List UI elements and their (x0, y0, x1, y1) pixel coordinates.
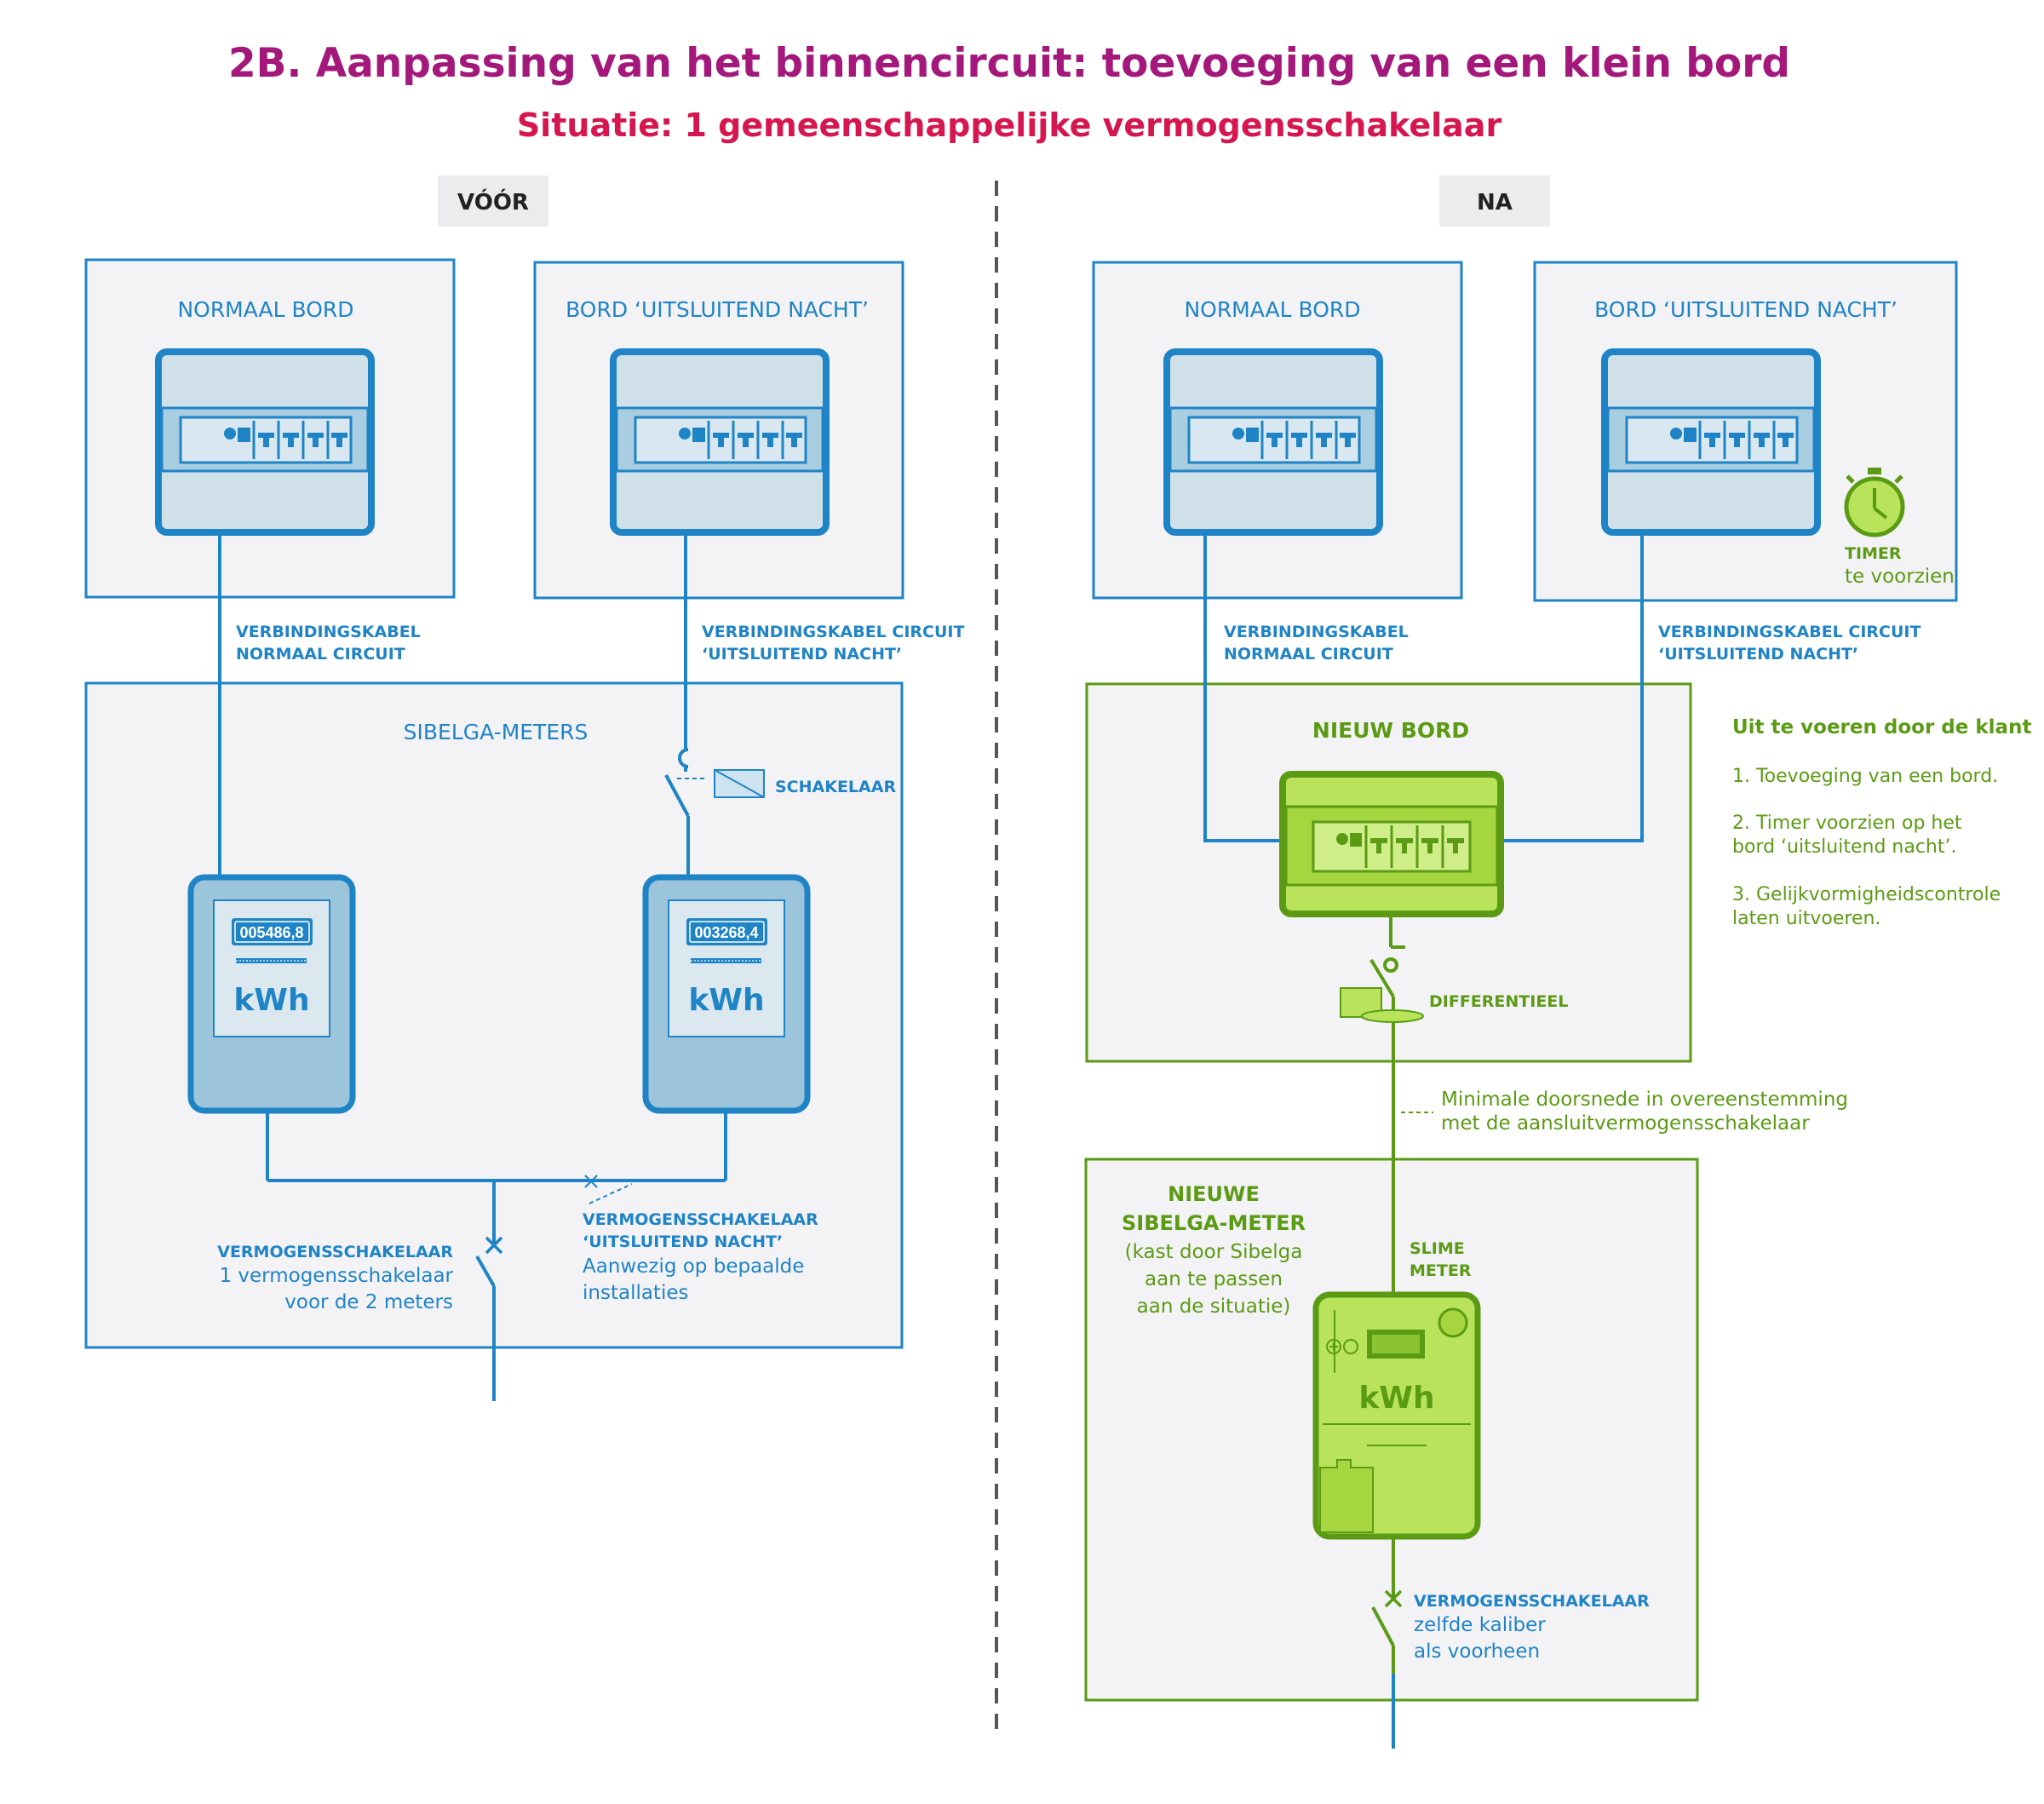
before-night-breaker-3: Aanwezig op bepaalde (583, 1255, 804, 1278)
after-breaker-icon (1371, 1537, 1403, 1749)
before-breaker-title: VERMOGENSSCHAKELAAR (217, 1243, 453, 1261)
before-meters-title: SIBELGA-METERS (404, 720, 589, 744)
new-meter-note-2: aan te passen (1145, 1268, 1283, 1290)
after-cable-night-label-2: ‘UITSLUITEND NACHT’ (1658, 645, 1858, 664)
night-breaker-dashed-icon (584, 1175, 633, 1204)
min-section-note-2: met de aansluitvermogensschakelaar (1441, 1112, 1810, 1135)
after-night-board-icon (1605, 352, 1817, 532)
smart-meter (1312, 1291, 1481, 1540)
client-step-2: 2. Timer voorzien op het (1732, 813, 1962, 834)
after-normal-board-icon (1167, 352, 1380, 532)
before-cable-night-label-2: ‘UITSLUITEND NACHT’ (702, 645, 902, 664)
smart-meter-label: SLIME (1410, 1239, 1465, 1258)
smart-meter-unit: kWh (1358, 1381, 1434, 1416)
meter-normal (187, 874, 356, 1114)
client-step-3: 3. Gelijkvormigheidscontrole (1732, 884, 2001, 905)
switch-relay-icon (714, 769, 765, 798)
after-breaker-line2: zelfde kaliber (1414, 1614, 1546, 1636)
before-switch-label: SCHAKELAAR (775, 778, 896, 796)
svg-text:VÓÓR: VÓÓR (457, 188, 529, 215)
before-night-breaker-4: installaties (583, 1282, 688, 1304)
new-meter-note-3: aan de situatie) (1137, 1296, 1291, 1318)
timer-label-2: te voorzien (1845, 566, 1955, 588)
night-switch-icon (664, 748, 690, 875)
after-cable-night-label: VERBINDINGSKABEL CIRCUIT (1658, 623, 1921, 641)
before-cable-normal-label: VERBINDINGSKABEL (236, 623, 421, 641)
client-step-1: 1. Toevoeging van een bord. (1732, 766, 1998, 787)
after-breaker-line3: als voorheen (1414, 1640, 1540, 1663)
differential-label: DIFFERENTIEEL (1429, 992, 1568, 1011)
after-normal-board-label: NORMAAL BORD (1184, 297, 1360, 322)
timer-icon (1844, 468, 1905, 537)
meter-night-unit: kWh (688, 983, 764, 1018)
svg-text:NA: NA (1477, 190, 1513, 215)
new-board-label: NIEUW BORD (1312, 718, 1469, 743)
page-title: 2B. Aanpassing van het binnencircuit: to… (228, 40, 1790, 87)
meter-night-reading: 003268,4 (694, 924, 758, 941)
before-cable-normal-label-2: NORMAAL CIRCUIT (236, 645, 405, 664)
smart-meter-label-2: METER (1410, 1261, 1472, 1280)
client-step-3b: laten uitvoeren. (1732, 908, 1880, 929)
meter-night (642, 874, 811, 1114)
meter-normal-unit: kWh (233, 983, 309, 1018)
client-tasks-heading: Uit te voeren door de klant (1732, 716, 2031, 738)
min-section-note: Minimale doorsnede in overeenstemming (1441, 1089, 1848, 1111)
after-cable-normal-label-2: NORMAAL CIRCUIT (1224, 645, 1393, 664)
before-normal-board-icon (158, 352, 371, 532)
before-night-board-icon (613, 352, 826, 532)
new-meter-title-2: SIBELGA-METER (1122, 1211, 1306, 1235)
new-meter-note-1: (kast door Sibelga (1125, 1241, 1303, 1263)
breaker-x-icon (485, 1236, 503, 1255)
before-normal-board-label: NORMAAL BORD (177, 297, 353, 322)
page-subtitle: Situatie: 1 gemeenschappelijke vermogens… (517, 106, 1502, 144)
before-night-breaker-2: ‘UITSLUITEND NACHT’ (583, 1232, 783, 1251)
before-night-board-label: BORD ‘UITSLUITEND NACHT’ (566, 297, 869, 322)
client-step-2b: bord ‘uitsluitend nacht’. (1732, 836, 1956, 858)
before-breaker-line3: voor de 2 meters (284, 1291, 453, 1313)
after-night-board-label: BORD ‘UITSLUITEND NACHT’ (1594, 297, 1898, 322)
differential-icon (1369, 914, 1405, 1295)
before-cable-night-label: VERBINDINGSKABEL CIRCUIT (702, 623, 964, 641)
new-meter-title: NIEUWE (1168, 1182, 1260, 1206)
after-breaker-title: VERMOGENSSCHAKELAAR (1414, 1592, 1650, 1611)
before-breaker-line2: 1 vermogensschakelaar (219, 1265, 453, 1287)
before-badge: VÓÓR (438, 175, 548, 227)
after-badge: NA (1439, 175, 1550, 227)
meter-normal-reading: 005486,8 (239, 924, 303, 941)
before-night-breaker-1: VERMOGENSSCHAKELAAR (583, 1210, 818, 1229)
after-cable-normal-label: VERBINDINGSKABEL (1224, 623, 1409, 641)
timer-label: TIMER (1845, 544, 1902, 563)
new-board-icon (1283, 774, 1501, 914)
